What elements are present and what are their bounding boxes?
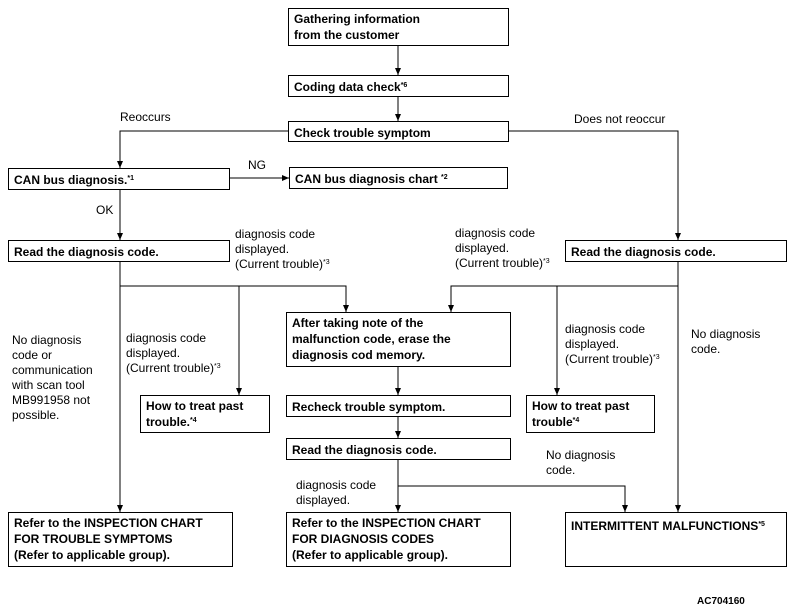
box-erase-diagnosis-memory: After taking note of the malfunction cod…: [286, 312, 511, 367]
box-past-trouble-right: How to treat past trouble*4: [526, 395, 655, 433]
arrowhead-coding-to-symptom: [395, 114, 401, 121]
label-diagnosis-code-displayed-top-right: diagnosis code displayed. (Current troub…: [455, 226, 550, 270]
label-no-diagnosis-code-or-communication: No diagnosis code or communication with …: [12, 333, 93, 422]
connector-reoccurs-branch: [119, 130, 288, 168]
arrowhead-gather-to-coding: [395, 68, 401, 75]
arrowhead-right-split: [448, 305, 454, 312]
box-inspection-chart-trouble-symptoms: Refer to the INSPECTION CHART FOR TROUBL…: [8, 512, 233, 567]
box-check-trouble-symptom: Check trouble symptom: [288, 121, 509, 142]
connector-read-to-intermittent: [398, 485, 626, 512]
box-past-trouble-left: How to treat past trouble.*4: [140, 395, 270, 433]
box-read-diagnosis-code-left: Read the diagnosis code.: [8, 240, 230, 262]
label-ng: NG: [248, 158, 266, 172]
arrowhead-read-to-intermittent: [622, 505, 628, 512]
arrowhead-left-to-past: [236, 388, 242, 395]
label-no-diagnosis-code-middle: No diagnosis code.: [546, 448, 616, 477]
box-read-diagnosis-code-right: Read the diagnosis code.: [565, 240, 787, 262]
arrowhead-ok-branch: [117, 233, 123, 240]
arrowhead-right-to-past: [554, 388, 560, 395]
connector-not-reoccur-branch: [509, 130, 679, 240]
connector-right-split: [450, 285, 678, 312]
arrowhead-left-split: [343, 305, 349, 312]
figure-id: AC704160: [697, 596, 745, 607]
label-no-diagnosis-code-right: No diagnosis code.: [691, 327, 761, 356]
box-can-bus-diagnosis-chart: CAN bus diagnosis chart *2: [289, 167, 508, 189]
arrowhead-erase-to-recheck: [395, 388, 401, 395]
label-diagnosis-code-displayed-top-left: diagnosis code displayed. (Current troub…: [235, 227, 330, 271]
arrowhead-reoccurs-branch: [117, 161, 123, 168]
label-does-not-reoccur: Does not reoccur: [574, 112, 666, 126]
label-diagnosis-code-displayed-mid-left: diagnosis code displayed. (Current troub…: [126, 331, 221, 375]
box-inspection-chart-diagnosis-codes: Refer to the INSPECTION CHART FOR DIAGNO…: [286, 512, 511, 567]
label-reoccurs: Reoccurs: [120, 110, 171, 124]
arrowhead-ng-branch: [282, 175, 289, 181]
label-diagnosis-code-displayed-bottom: diagnosis code displayed.: [296, 478, 377, 507]
arrowhead-read-to-codes: [395, 505, 401, 512]
arrowhead-recheck-to-read: [395, 431, 401, 438]
label-ok: OK: [96, 203, 114, 217]
label-diagnosis-code-displayed-mid-right: diagnosis code displayed. (Current troub…: [565, 322, 660, 366]
box-read-diagnosis-code-middle: Read the diagnosis code.: [286, 438, 511, 460]
arrowhead-not-reoccur-branch: [675, 233, 681, 240]
box-coding-data-check: Coding data check*6: [288, 75, 509, 97]
connector-left-split: [120, 285, 347, 312]
box-intermittent-malfunctions: INTERMITTENT MALFUNCTIONS*5: [565, 512, 787, 567]
box-can-bus-diagnosis: CAN bus diagnosis.*1: [8, 168, 230, 190]
arrowhead-right-read-down: [675, 505, 681, 512]
box-gathering-information: Gathering information from the customer: [288, 8, 509, 46]
box-recheck-trouble-symptom: Recheck trouble symptom.: [286, 395, 511, 417]
arrowhead-left-read-down: [117, 505, 123, 512]
